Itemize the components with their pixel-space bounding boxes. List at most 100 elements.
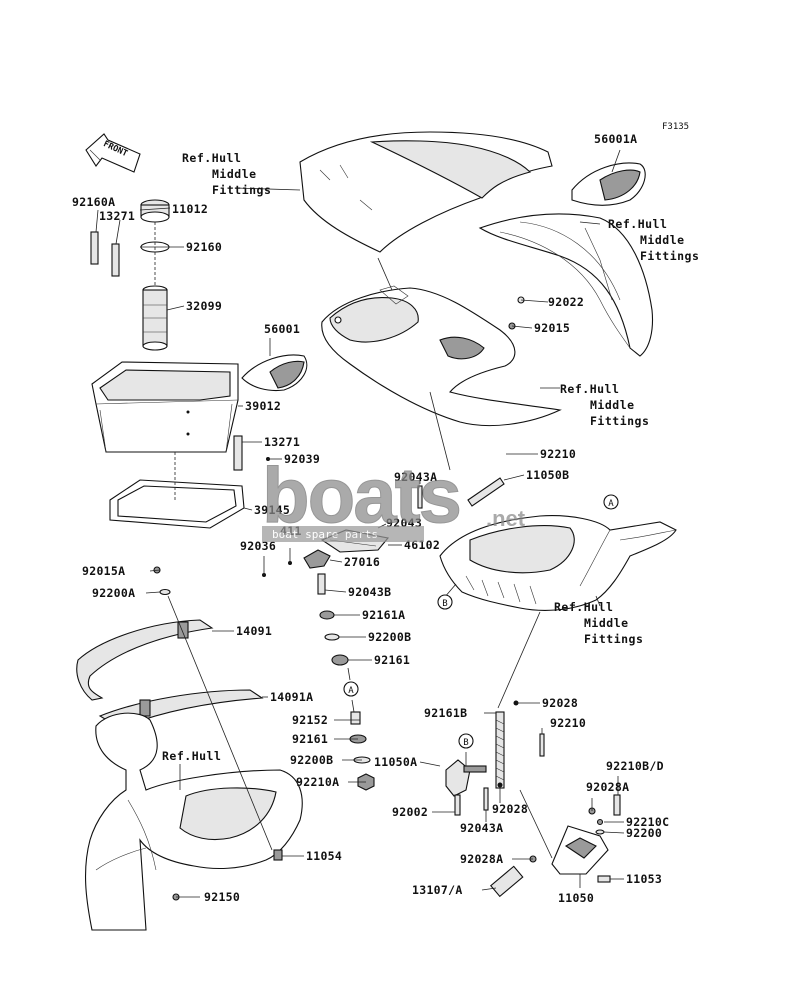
cap-11012 bbox=[140, 199, 170, 223]
svg-text:Middle: Middle bbox=[590, 398, 635, 412]
svg-text:Ref.Hull: Ref.Hull bbox=[554, 600, 613, 614]
marker-a-bot: A bbox=[343, 681, 359, 697]
label-92043B: 92043B bbox=[348, 585, 391, 599]
svg-text:Middle: Middle bbox=[212, 167, 257, 181]
rail-14091 bbox=[76, 619, 214, 701]
label-92210-top: 92210 bbox=[540, 447, 576, 461]
label-92161A: 92161A bbox=[362, 608, 405, 622]
svg-text:A: A bbox=[608, 499, 614, 509]
ref-hull-middle-fittings-1: Ref.Hull Middle Fittings bbox=[182, 151, 271, 197]
label-11050B: 11050B bbox=[526, 468, 569, 482]
washer-92161A bbox=[319, 610, 335, 620]
label-92039: 92039 bbox=[284, 452, 320, 466]
label-14091A: 14091A bbox=[270, 690, 313, 704]
tube-32099 bbox=[142, 285, 168, 351]
label-92150: 92150 bbox=[204, 890, 240, 904]
label-56001: 56001 bbox=[264, 322, 300, 336]
right-side-panel bbox=[478, 213, 654, 357]
label-11050: 11050 bbox=[558, 891, 594, 905]
label-11053: 11053 bbox=[626, 872, 662, 886]
svg-text:Ref.Hull: Ref.Hull bbox=[608, 217, 667, 231]
bolt-92210BD bbox=[613, 794, 621, 816]
marker-b-top: B bbox=[437, 594, 453, 610]
svg-text:.net: .net bbox=[486, 506, 526, 531]
label-92210A: 92210A bbox=[296, 775, 339, 789]
label-11012: 11012 bbox=[172, 202, 208, 216]
center-side-panel bbox=[321, 285, 562, 427]
washer-92200 bbox=[595, 829, 605, 835]
plate-11053 bbox=[597, 875, 611, 883]
bolt-13107A bbox=[490, 865, 524, 898]
label-92028-mid: 92028 bbox=[492, 802, 528, 816]
label-92161B: 92161B bbox=[424, 706, 467, 720]
bolt-92210-mid bbox=[539, 733, 545, 757]
washer-92200A bbox=[159, 588, 171, 596]
ref-hull-middle-fittings-4: Ref.Hull Middle Fittings bbox=[554, 600, 643, 646]
svg-text:Fittings: Fittings bbox=[590, 414, 649, 428]
label-13271-mid: 13271 bbox=[264, 435, 300, 449]
collar-92152 bbox=[350, 711, 361, 725]
label-92160A: 92160A bbox=[72, 195, 115, 209]
bolt-92043A-top bbox=[417, 485, 423, 509]
latch-27016 bbox=[303, 549, 331, 569]
label-39012: 39012 bbox=[245, 399, 281, 413]
label-92028A-bot: 92028A bbox=[460, 852, 503, 866]
label-92015: 92015 bbox=[534, 321, 570, 335]
label-92028A-top: 92028A bbox=[586, 780, 629, 794]
svg-text:boats: boats bbox=[262, 451, 460, 539]
label-92200: 92200 bbox=[626, 826, 662, 840]
svg-text:Fittings: Fittings bbox=[212, 183, 271, 197]
label-92036: 92036 bbox=[240, 539, 276, 553]
label-92161-top: 92161 bbox=[374, 653, 410, 667]
bracket-13271-top bbox=[111, 243, 120, 277]
label-39145: 39145 bbox=[254, 503, 290, 517]
front-arrow-icon: FRONT bbox=[85, 133, 141, 173]
storage-bin-39012 bbox=[91, 361, 239, 453]
hull-body bbox=[84, 712, 303, 931]
label-92043A-bot: 92043A bbox=[460, 821, 503, 835]
label-92002: 92002 bbox=[392, 805, 428, 819]
svg-text:Middle: Middle bbox=[584, 616, 629, 630]
label-32099: 32099 bbox=[186, 299, 222, 313]
figure-code: F3135 bbox=[662, 122, 689, 132]
label-92028-top: 92028 bbox=[542, 696, 578, 710]
ref-hull: Ref.Hull bbox=[162, 749, 221, 763]
svg-text:Ref.Hull: Ref.Hull bbox=[560, 382, 619, 396]
svg-text:boat spare parts: boat spare parts bbox=[272, 528, 378, 541]
label-13107A: 13107/A bbox=[412, 883, 463, 897]
bolt-92002 bbox=[454, 794, 461, 816]
ref-hull-middle-fittings-2: Ref.Hull Middle Fittings bbox=[608, 217, 699, 263]
rod-11050B bbox=[467, 477, 505, 507]
label-92043A-top: 92043A bbox=[394, 470, 437, 484]
label-92210-mid: 92210 bbox=[550, 716, 586, 730]
seal-39145 bbox=[109, 479, 245, 529]
cover-56001A bbox=[571, 162, 646, 206]
label-92152: 92152 bbox=[292, 713, 328, 727]
mount-11050 bbox=[551, 825, 609, 875]
label-13271-top: 13271 bbox=[99, 209, 135, 223]
ref-hull-middle-fittings-3: Ref.Hull Middle Fittings bbox=[560, 382, 649, 428]
nut-92161-top bbox=[331, 654, 349, 666]
lower-right-panel bbox=[439, 515, 677, 611]
svg-text:Fittings: Fittings bbox=[584, 632, 643, 646]
watermark-logo: boats .net boat spare parts bbox=[262, 451, 526, 542]
label-11054: 11054 bbox=[306, 849, 342, 863]
marker-b-bot: B bbox=[458, 733, 474, 749]
screw-92210C bbox=[596, 818, 604, 826]
label-92200B-bot: 92200B bbox=[290, 753, 333, 767]
label-92200B-top: 92200B bbox=[368, 630, 411, 644]
screw-11054 bbox=[273, 849, 283, 861]
part-labels: 56001A 92160A 13271 11012 92160 32099 56… bbox=[72, 132, 669, 905]
label-92200A: 92200A bbox=[92, 586, 135, 600]
marker-a-top: A bbox=[603, 494, 619, 510]
bracket-13271-mid bbox=[233, 435, 243, 471]
label-11050A: 11050A bbox=[374, 755, 417, 769]
label-92210BD: 92210B/D bbox=[606, 759, 664, 773]
svg-text:B: B bbox=[463, 738, 468, 748]
bolt-92043A-bot bbox=[483, 787, 489, 811]
washer-92200B-top bbox=[324, 633, 340, 641]
svg-text:Ref.Hull: Ref.Hull bbox=[182, 151, 241, 165]
bracket-92160A bbox=[90, 231, 99, 265]
